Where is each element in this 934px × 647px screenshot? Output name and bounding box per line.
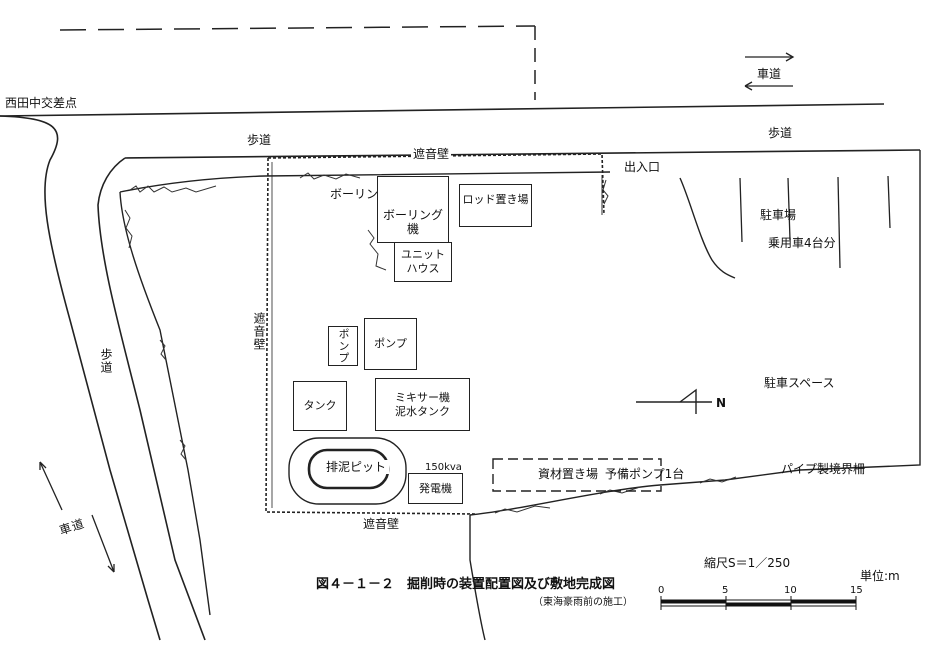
parking-space-label: 駐車スペース — [764, 376, 835, 390]
fence-texture — [124, 172, 737, 514]
spare-pump-label: 予備ポンプ1台 — [605, 467, 685, 481]
pipe-fence-label: パイプ製境界柵 — [781, 462, 866, 476]
tank-label: タンク — [303, 399, 337, 412]
road-arrows — [39, 52, 795, 573]
rod-storage-label: ロッド置き場 — [462, 193, 529, 206]
sidewalk-label-left: 歩道 — [99, 348, 113, 374]
storage-label: 資材置き場 — [538, 467, 599, 481]
figure-title: 図４－１－２ 掘削時の装置配置図及び敷地完成図 — [316, 577, 616, 592]
scale-tick-0: 0 — [658, 585, 665, 596]
entrance-label: 出入口 — [624, 160, 661, 174]
scale-tick-10: 10 — [784, 585, 797, 596]
unit-house-box: ユニット ハウス — [394, 242, 452, 282]
boring-machine-box: ボーリング機 — [377, 176, 449, 243]
road-label-top: 車道 — [757, 67, 782, 81]
mixer-tank-label: ミキサー機 泥水タンク — [395, 390, 450, 418]
sidewalk-label-top-right: 歩道 — [768, 126, 793, 140]
north-arrow-icon — [636, 388, 712, 414]
pit-label: 排泥ピット — [323, 460, 390, 474]
storage-area-outline — [492, 458, 662, 492]
soundwall-label-bottom: 遮音壁 — [363, 517, 400, 531]
sidewalk-label-top-left: 歩道 — [247, 133, 272, 147]
pump-box: ポンプ — [364, 318, 417, 370]
scale-tick-5: 5 — [722, 585, 729, 596]
parking-cars-label: 乗用車4台分 — [768, 236, 836, 250]
unit-house-label: ユニット ハウス — [401, 248, 445, 275]
generator-label: 発電機 — [419, 481, 452, 495]
soundwall-label-left: 遮音壁 — [252, 312, 266, 351]
soundwall-label-top: 遮音壁 — [411, 147, 452, 161]
pump-label: ポンプ — [374, 337, 407, 350]
figure-subtitle: （東海豪雨前の施工） — [533, 597, 633, 608]
parking-lines — [739, 175, 891, 269]
generator-box: 発電機 — [408, 473, 463, 504]
scale-bar — [660, 596, 857, 610]
scale-ratio-label: 縮尺S＝1／250 — [704, 556, 791, 570]
rod-storage-box: ロッド置き場 — [459, 184, 532, 227]
unit-label: 単位:m — [860, 569, 900, 583]
north-label: N — [716, 396, 727, 410]
road-edge-dashed — [59, 25, 536, 100]
pump-vertical-box: ポンプ — [328, 326, 358, 366]
parking-label: 駐車場 — [760, 208, 797, 222]
scale-tick-15: 15 — [850, 585, 863, 596]
pump-vertical-label: ポンプ — [337, 328, 350, 364]
mixer-tank-box: ミキサー機 泥水タンク — [375, 378, 470, 431]
road-lines — [0, 103, 921, 641]
generator-kva-label: 150kva — [425, 462, 462, 473]
sound-wall — [265, 153, 605, 515]
intersection-label: 西田中交差点 — [5, 96, 78, 110]
tank-box: タンク — [293, 381, 347, 431]
boring-machine-label: ボーリング機 — [382, 208, 443, 236]
